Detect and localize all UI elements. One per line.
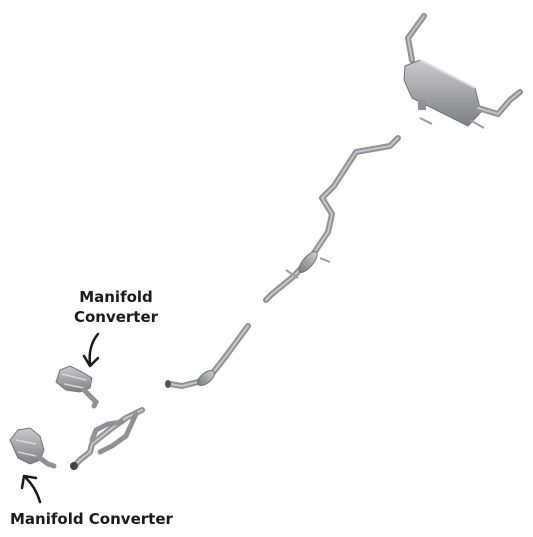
rear-muffler <box>403 13 523 129</box>
arrow-to-lower-converter <box>20 474 42 504</box>
label-manifold-converter-lower: Manifold Converter <box>10 510 173 528</box>
manifold-converter-lower <box>9 427 57 469</box>
label-manifold-converter-upper: Manifold Converter <box>66 287 166 327</box>
y-pipe <box>70 407 145 470</box>
intermediate-pipe <box>263 135 401 303</box>
front-pipe <box>165 323 251 389</box>
manifold-converter-upper <box>55 365 100 409</box>
label-upper-line2: Converter <box>73 308 159 326</box>
label-upper-line1: Manifold <box>79 288 153 306</box>
arrow-to-upper-converter <box>82 332 100 368</box>
